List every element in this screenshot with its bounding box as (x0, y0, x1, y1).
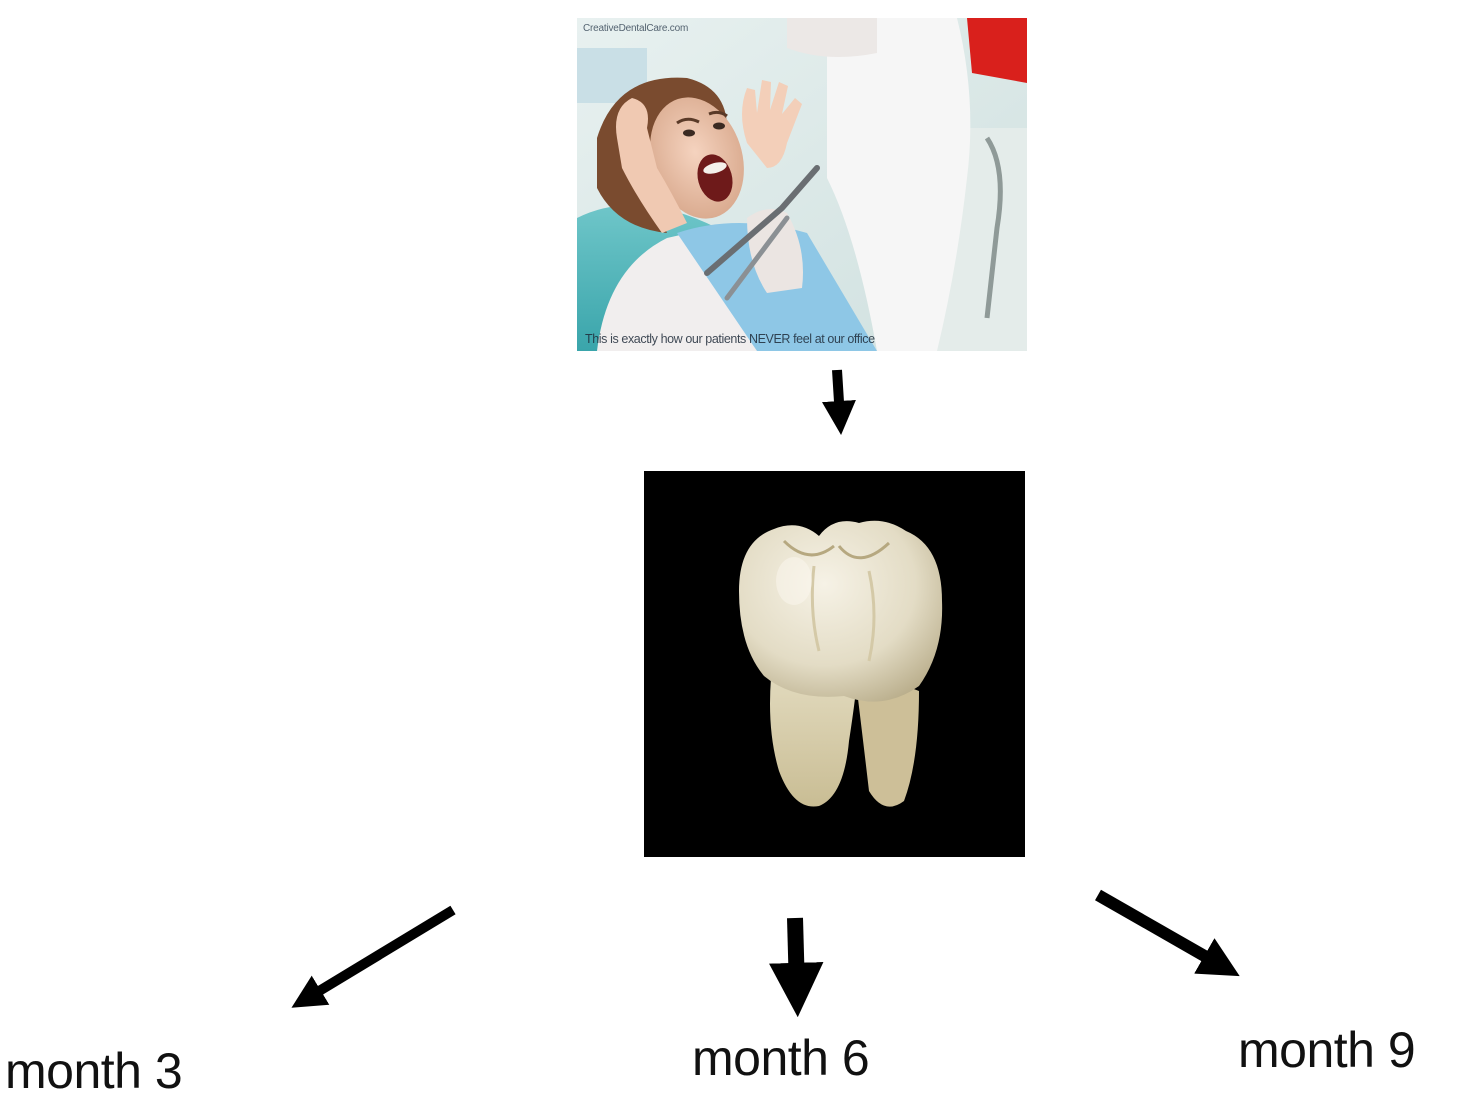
dental-pliers (704, 165, 820, 276)
photo-watermark: CreativeDentalCare.com (583, 23, 689, 34)
label-month-3: month 3 (5, 1043, 183, 1099)
arrow-to-month-6 (769, 917, 824, 1018)
red-sleeve (967, 18, 1027, 83)
dental-tool-arm (984, 136, 1003, 319)
dentist-coat (827, 18, 971, 351)
photo-caption: This is exactly how our patients NEVER f… (585, 332, 875, 346)
patient-left-hand (616, 98, 687, 233)
dentist-glove-top (787, 18, 877, 57)
molar-tooth-photo (644, 471, 1025, 857)
molar-tooth-illustration (739, 520, 943, 807)
scared-patient-illustration (577, 18, 1027, 351)
label-month-6: month 6 (692, 1030, 870, 1086)
arrow-to-month-9 (1095, 889, 1240, 977)
patient-raised-hand (742, 80, 802, 168)
scared-patient-photo: CreativeDentalCare.com This is exactly h… (577, 18, 1027, 351)
label-month-9: month 9 (1238, 1022, 1416, 1078)
arrow-to-month-3 (291, 905, 456, 1008)
arrow-photo-to-tooth (821, 369, 856, 435)
